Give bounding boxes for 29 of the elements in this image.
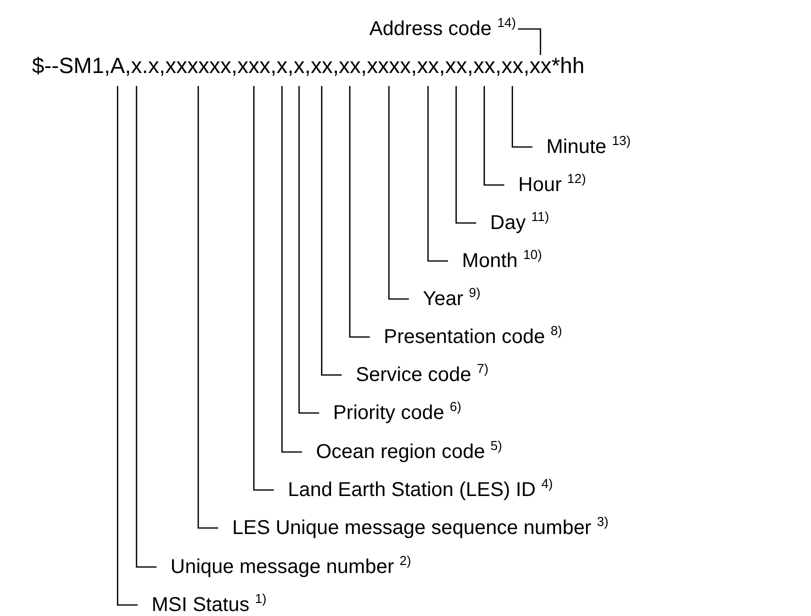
field-label: Day $^{11)}$ (476, 210, 550, 236)
field-label: Minute $^{13)}$ (532, 134, 631, 160)
field-label: Address code $^{14)}$ (369, 16, 516, 42)
sentence-format: $--SM1,A,x.x,xxxxxx,xxx,x,x,xx,xx,xxxx,xx,xx,xx,xx,xx*hh (32, 52, 585, 80)
field-label: LES Unique message sequence number $^{3)}$ (218, 515, 608, 541)
leader-line (281, 86, 302, 453)
leader-line (298, 86, 320, 414)
leader-line (253, 86, 274, 491)
leader-line (518, 28, 542, 55)
leader-line (456, 86, 476, 224)
leader-line (349, 86, 370, 338)
leader-line (427, 86, 448, 262)
field-label: MSI Status $^{1)}$ (138, 592, 267, 616)
field-label: Presentation code $^{8)}$ (370, 324, 562, 350)
field-label: Ocean region code $^{5)}$ (302, 439, 502, 465)
leader-line (116, 86, 138, 606)
leader-line (198, 86, 218, 529)
leader-line (484, 86, 504, 186)
field-label: Year $^{9)}$ (408, 286, 480, 312)
field-label: Land Earth Station (LES) ID $^{4)}$ (274, 477, 553, 503)
leader-line (388, 86, 409, 300)
leader-line (136, 86, 157, 568)
field-label: Service code $^{7)}$ (342, 362, 488, 388)
field-label: Hour $^{12)}$ (504, 172, 586, 198)
leader-line (512, 86, 532, 148)
field-label: Unique message number $^{2)}$ (156, 554, 412, 580)
field-label: Month $^{10)}$ (448, 248, 542, 274)
field-label: Priority code $^{6)}$ (319, 400, 462, 426)
leader-line (321, 86, 342, 376)
